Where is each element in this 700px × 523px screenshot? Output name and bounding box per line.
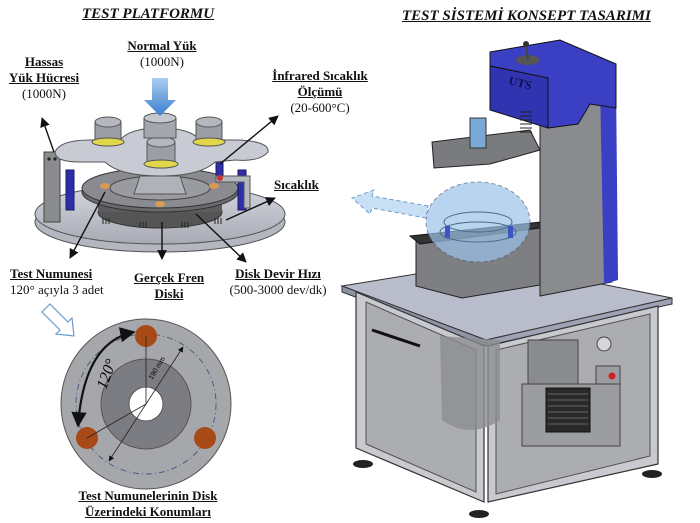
normal-load-value: (1000N) <box>139 54 185 69</box>
disc-position-diagram <box>60 318 232 490</box>
brake-disc-title-line2: Diski <box>154 286 184 301</box>
load-cell-pointer <box>40 117 55 153</box>
test-system-machine <box>340 39 673 518</box>
brand-label: UTS <box>507 73 533 92</box>
infrared-label: İnfrared Sıcaklık Ölçümü (20-600°C) <box>258 68 382 116</box>
infrared-value: (20-600°C) <box>290 100 350 115</box>
brake-disc-label: Gerçek Fren Diski <box>126 270 212 302</box>
infrared-pointer <box>219 115 279 165</box>
disc-speed-label: Disk Devir Hızı (500-3000 dev/dk) <box>222 266 334 298</box>
pointer-arrows <box>40 115 279 263</box>
normal-load-label: Normal Yük (1000N) <box>120 38 204 70</box>
normal-load-title: Normal Yük <box>127 38 197 53</box>
test-platform-title: TEST PLATFORMU <box>82 6 215 22</box>
infrared-title-line2: Ölçümü <box>297 84 343 99</box>
infrared-title-line1: İnfrared Sıcaklık <box>272 68 368 83</box>
test-sample-pointer <box>69 191 106 259</box>
load-cell-value: (1000N) <box>21 86 67 101</box>
brake-disc-title-line1: Gerçek Fren <box>133 270 205 285</box>
hollow-down-arrow-icon <box>41 303 75 337</box>
sample-marker <box>194 427 216 449</box>
disc-speed-value: (500-3000 dev/dk) <box>229 282 327 297</box>
load-cell-title-line1: Hassas <box>24 54 64 69</box>
temperature-label: Sıcaklık <box>274 177 319 192</box>
temperature-pointer <box>225 197 276 221</box>
test-sample-label: Test Numunesi 120° açıyla 3 adet <box>10 266 104 298</box>
disc-speed-title: Disk Devir Hızı <box>235 266 321 281</box>
test-platform-model <box>34 112 286 253</box>
disc-speed-pointer <box>195 213 247 263</box>
load-cell-label: Hassas Yük Hücresi (1000N) <box>3 54 85 102</box>
disc-positions-line1: Test Numunelerinin Disk <box>78 488 218 503</box>
test-sample-title: Test Numunesi <box>10 266 93 281</box>
disc-positions-caption: Test Numunelerinin Disk Üzerindeki Konum… <box>58 488 238 520</box>
disc-positions-line2: Üzerindeki Konumları <box>84 504 212 519</box>
load-cell-title-line2: Yük Hücresi <box>8 70 80 85</box>
system-concept-title: TEST SİSTEMİ KONSEPT TASARIMI <box>402 8 651 24</box>
test-sample-value: 120° açıyla 3 adet <box>10 282 104 297</box>
normal-load-arrow-icon <box>144 78 176 116</box>
zoom-out-arrow-icon <box>351 189 429 219</box>
